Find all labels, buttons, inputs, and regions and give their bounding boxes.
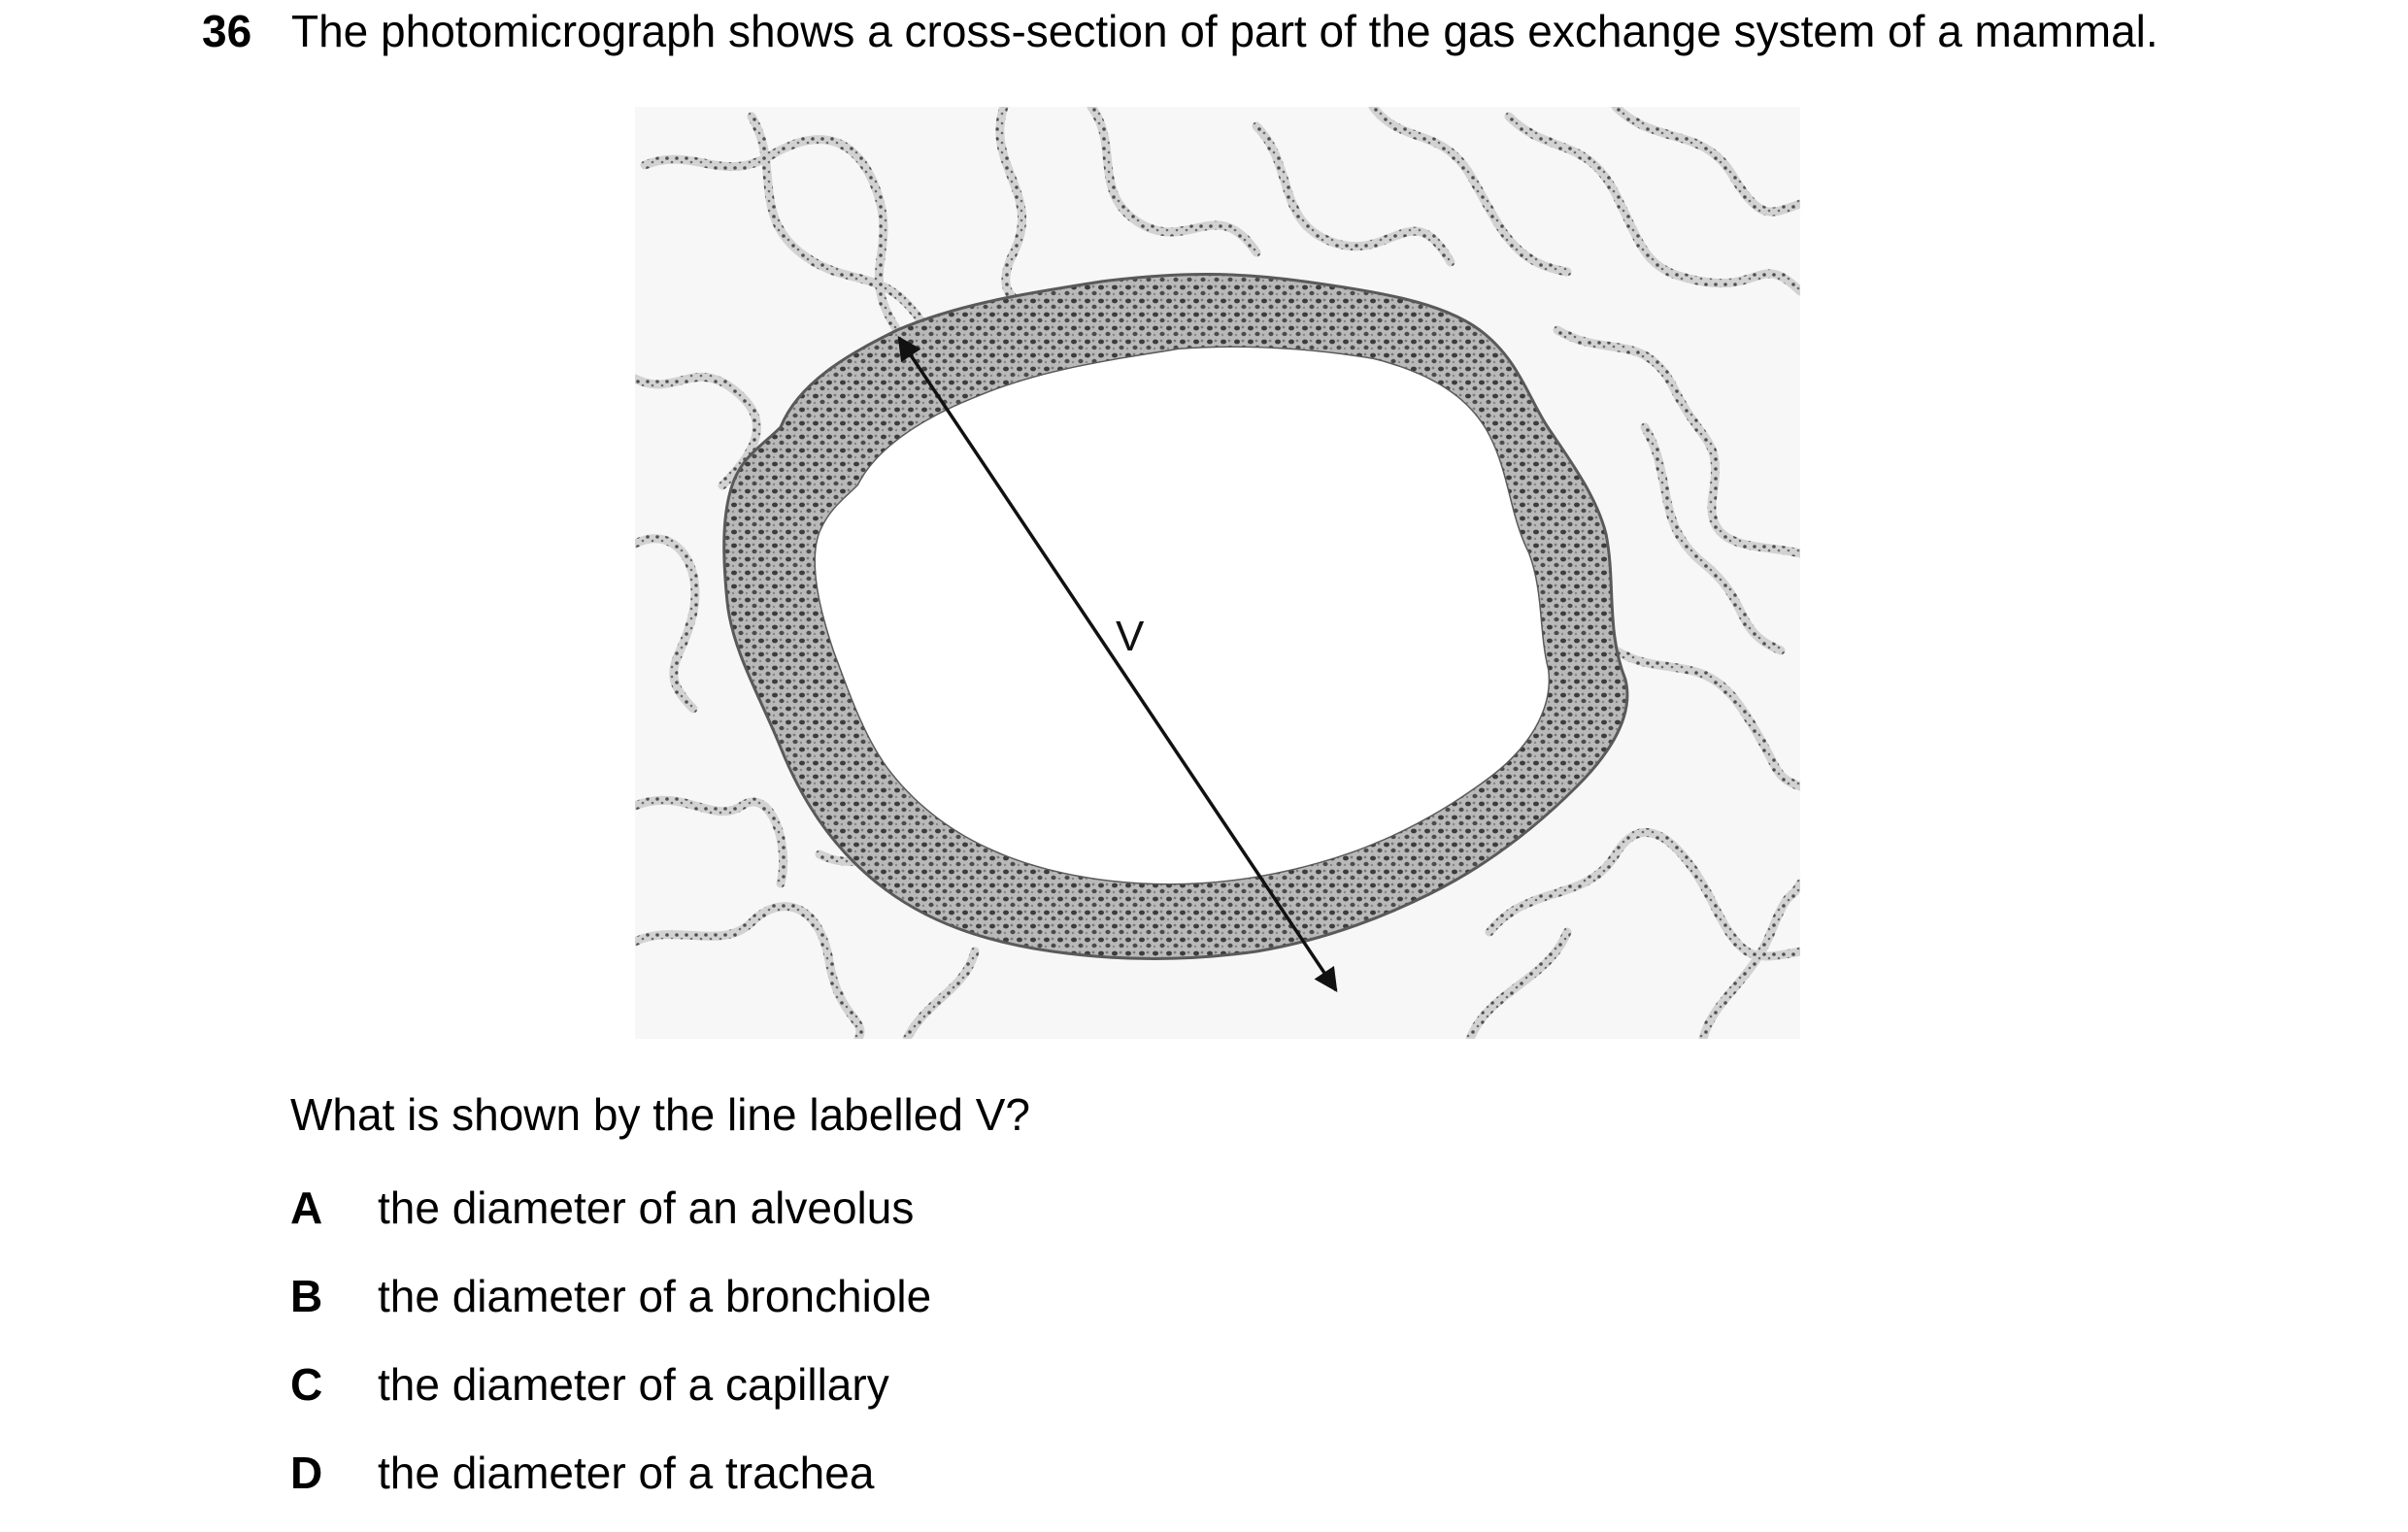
question-number: 36 — [202, 6, 252, 56]
question-prompt: What is shown by the line labelled V? — [290, 1089, 1030, 1140]
option-text: the diameter of an alveolus — [378, 1182, 915, 1233]
photomicrograph: V — [635, 107, 1800, 1039]
option-letter: C — [290, 1359, 323, 1410]
option-text: the diameter of a bronchiole — [378, 1271, 932, 1321]
bronchiole-lumen — [815, 348, 1549, 884]
option-text: the diameter of a trachea — [378, 1448, 875, 1498]
option-text: the diameter of a capillary — [378, 1359, 889, 1410]
option-a[interactable]: A the diameter of an alveolus — [290, 1179, 931, 1237]
option-d[interactable]: D the diameter of a trachea — [290, 1444, 931, 1502]
option-letter: A — [290, 1182, 323, 1233]
option-letter: D — [290, 1448, 323, 1498]
answer-options: A the diameter of an alveolus B the diam… — [290, 1179, 931, 1532]
option-b[interactable]: B the diameter of a bronchiole — [290, 1267, 931, 1325]
line-v — [897, 335, 1338, 993]
question-header: 36 The photomicrograph shows a cross-sect… — [202, 2, 2158, 60]
option-letter: B — [290, 1271, 323, 1321]
option-c[interactable]: C the diameter of a capillary — [290, 1355, 931, 1414]
photomicrograph-drawing: V — [635, 107, 1800, 1039]
line-v-label: V — [1116, 613, 1145, 660]
question-stem: The photomicrograph shows a cross-sectio… — [291, 6, 2158, 56]
